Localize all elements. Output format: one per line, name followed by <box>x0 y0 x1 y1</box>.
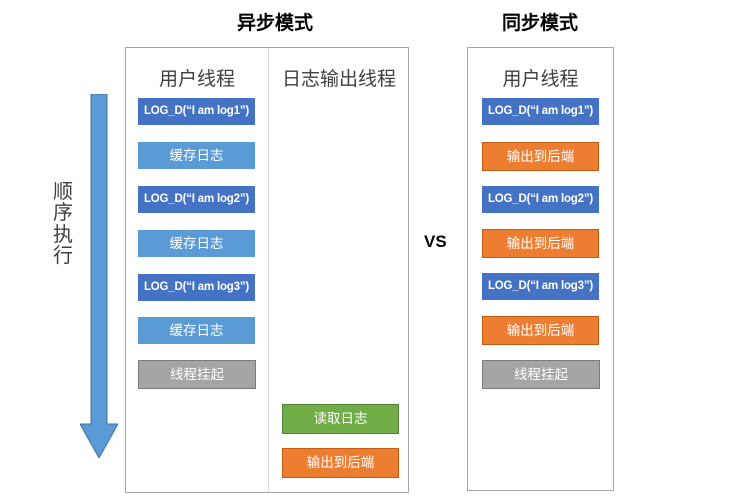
step-log-call-3-async[interactable]: LOG_D(“I am log3”) <box>138 274 255 301</box>
step-thread-suspend-sync[interactable]: 线程挂起 <box>482 360 600 389</box>
column-divider <box>268 48 269 492</box>
step-output-backend-async[interactable]: 输出到后端 <box>282 448 399 478</box>
step-log-call-2-async[interactable]: LOG_D(“I am log2”) <box>138 186 255 213</box>
panel-title-async: 异步模式 <box>236 13 313 34</box>
sequence-down-arrow-icon <box>80 94 118 458</box>
panel-title-sync: 同步模式 <box>501 13 578 34</box>
step-cache-log-1[interactable]: 缓存日志 <box>138 142 255 169</box>
step-cache-log-3[interactable]: 缓存日志 <box>138 317 255 344</box>
column-header-user-thread-async: 用户线程 <box>158 69 235 90</box>
panel-async-mode: 用户线程 日志输出线程 LOG_D(“I am log1”) 缓存日志 LOG_… <box>125 47 409 493</box>
step-log-call-3-sync[interactable]: LOG_D(“I am log3”) <box>482 273 599 300</box>
comparison-label-vs: VS <box>424 232 447 251</box>
column-header-log-output-thread: 日志输出线程 <box>281 69 396 90</box>
step-output-backend-3[interactable]: 输出到后端 <box>482 316 599 345</box>
step-output-backend-1[interactable]: 输出到后端 <box>482 142 599 171</box>
sequence-arrow-label: 顺序执行 <box>53 181 73 268</box>
step-cache-log-2[interactable]: 缓存日志 <box>138 230 255 257</box>
step-log-call-1-async[interactable]: LOG_D(“I am log1”) <box>138 98 255 125</box>
step-thread-suspend-async[interactable]: 线程挂起 <box>138 360 256 389</box>
step-log-call-2-sync[interactable]: LOG_D(“I am log2”) <box>482 186 599 213</box>
step-read-log[interactable]: 读取日志 <box>282 404 399 434</box>
step-log-call-1-sync[interactable]: LOG_D(“I am log1”) <box>482 98 599 125</box>
step-output-backend-2[interactable]: 输出到后端 <box>482 229 599 258</box>
column-header-user-thread-sync: 用户线程 <box>502 69 579 90</box>
panel-sync-mode: 用户线程 LOG_D(“I am log1”) 输出到后端 LOG_D(“I a… <box>467 47 614 491</box>
